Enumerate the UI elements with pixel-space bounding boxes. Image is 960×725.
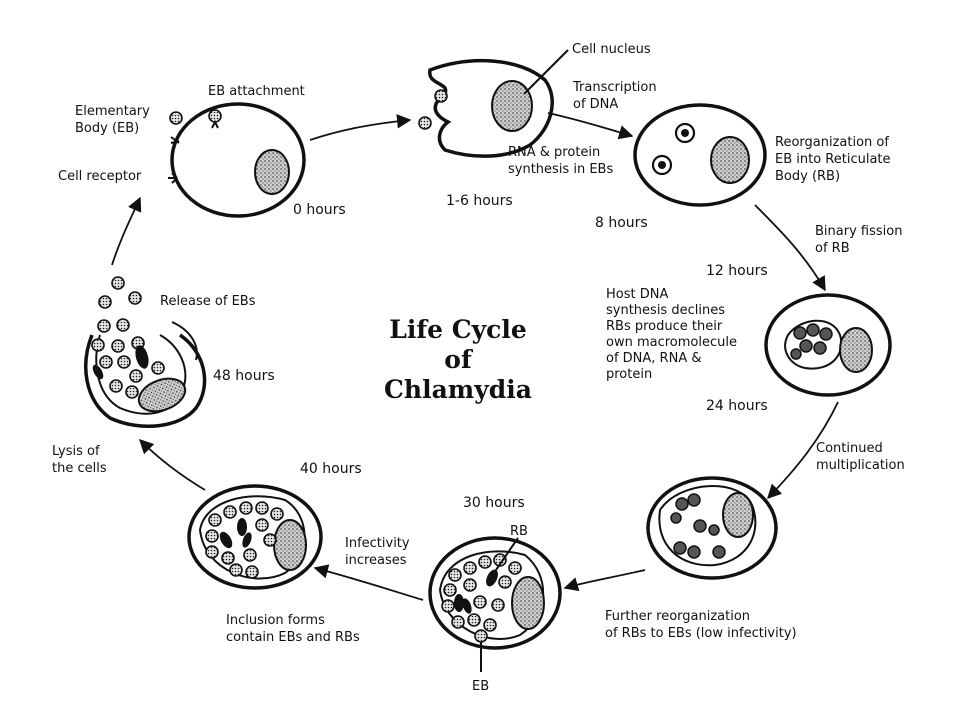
label-host-dna-1: Host DNA (606, 287, 668, 302)
cell-12-24-hours (764, 293, 892, 397)
cell-48-hours (84, 276, 207, 429)
label-eb-attachment: EB attachment (208, 84, 305, 99)
label-40-hours: 40 hours (300, 461, 362, 477)
label-inclusion-forms-1: Inclusion forms (226, 613, 325, 628)
title-line-2: of (444, 345, 474, 374)
label-inclusion-forms-2: contain EBs and RBs (226, 630, 360, 645)
label-binary-fission-2: of RB (815, 241, 850, 256)
label-continued-multiplication-1: Continued (816, 441, 883, 456)
label-1-6-hours: 1-6 hours (446, 193, 513, 209)
label-release: Release of EBs (160, 294, 256, 309)
label-further-reorganization-2: of RBs to EBs (low infectivity) (605, 626, 797, 641)
label-reorganization-1: Reorganization of (775, 135, 889, 150)
label-12-hours: 12 hours (706, 263, 768, 279)
label-lysis-1: Lysis of (52, 444, 100, 459)
label-reorganization-3: Body (RB) (775, 169, 840, 184)
diagram-title: Life Cycle of Chlamydia (384, 315, 532, 404)
label-infectivity-1: Infectivity (345, 536, 410, 551)
cell-30-hours (428, 536, 562, 672)
label-host-dna-4: own macromolecule (606, 335, 737, 350)
label-cell-receptor: Cell receptor (58, 169, 142, 184)
label-48-hours: 48 hours (213, 368, 275, 384)
label-8-hours: 8 hours (595, 215, 648, 231)
label-24-hours: 24 hours (706, 398, 768, 414)
title-line-1: Life Cycle (389, 315, 527, 344)
cycle-arrows (111, 112, 839, 601)
label-further-reorganization-1: Further reorganization (605, 609, 750, 624)
label-transcription-1: Transcription (572, 80, 657, 95)
label-continued-multiplication-2: multiplication (816, 458, 905, 473)
label-host-dna-2: synthesis declines (606, 303, 725, 318)
label-binary-fission-1: Binary fission (815, 224, 902, 239)
label-transcription-2: of DNA (573, 97, 618, 112)
annotations: Elementary Body (EB) EB attachment Cell … (52, 42, 905, 694)
title-line-3: Chlamydia (384, 375, 532, 404)
label-cell-nucleus: Cell nucleus (572, 42, 651, 57)
label-rb: RB (510, 524, 528, 539)
label-lysis-2: the cells (52, 461, 107, 476)
label-host-dna-3: RBs produce their (606, 319, 723, 334)
label-30-hours: 30 hours (463, 495, 525, 511)
label-eb: EB (472, 679, 489, 694)
cell-1-6-hours (418, 58, 554, 158)
label-elementary-body-2: Body (EB) (75, 121, 139, 136)
cell-8-hours (633, 103, 767, 207)
cell-0-hours (168, 102, 306, 218)
label-host-dna-6: protein (606, 367, 652, 382)
cell-40-hours (187, 484, 323, 590)
label-rna-protein-1: RNA & protein (508, 145, 600, 160)
time-labels: 0 hours 1-6 hours 8 hours 12 hours 24 ho… (213, 193, 768, 511)
label-host-dna-5: of DNA, RNA & (606, 351, 701, 366)
label-rna-protein-2: synthesis in EBs (508, 162, 613, 177)
label-reorganization-2: EB into Reticulate (775, 152, 891, 167)
label-elementary-body-1: Elementary (75, 104, 150, 119)
cell-continued-multiplication (646, 476, 778, 580)
label-0-hours: 0 hours (293, 202, 346, 218)
label-infectivity-2: increases (345, 553, 407, 568)
